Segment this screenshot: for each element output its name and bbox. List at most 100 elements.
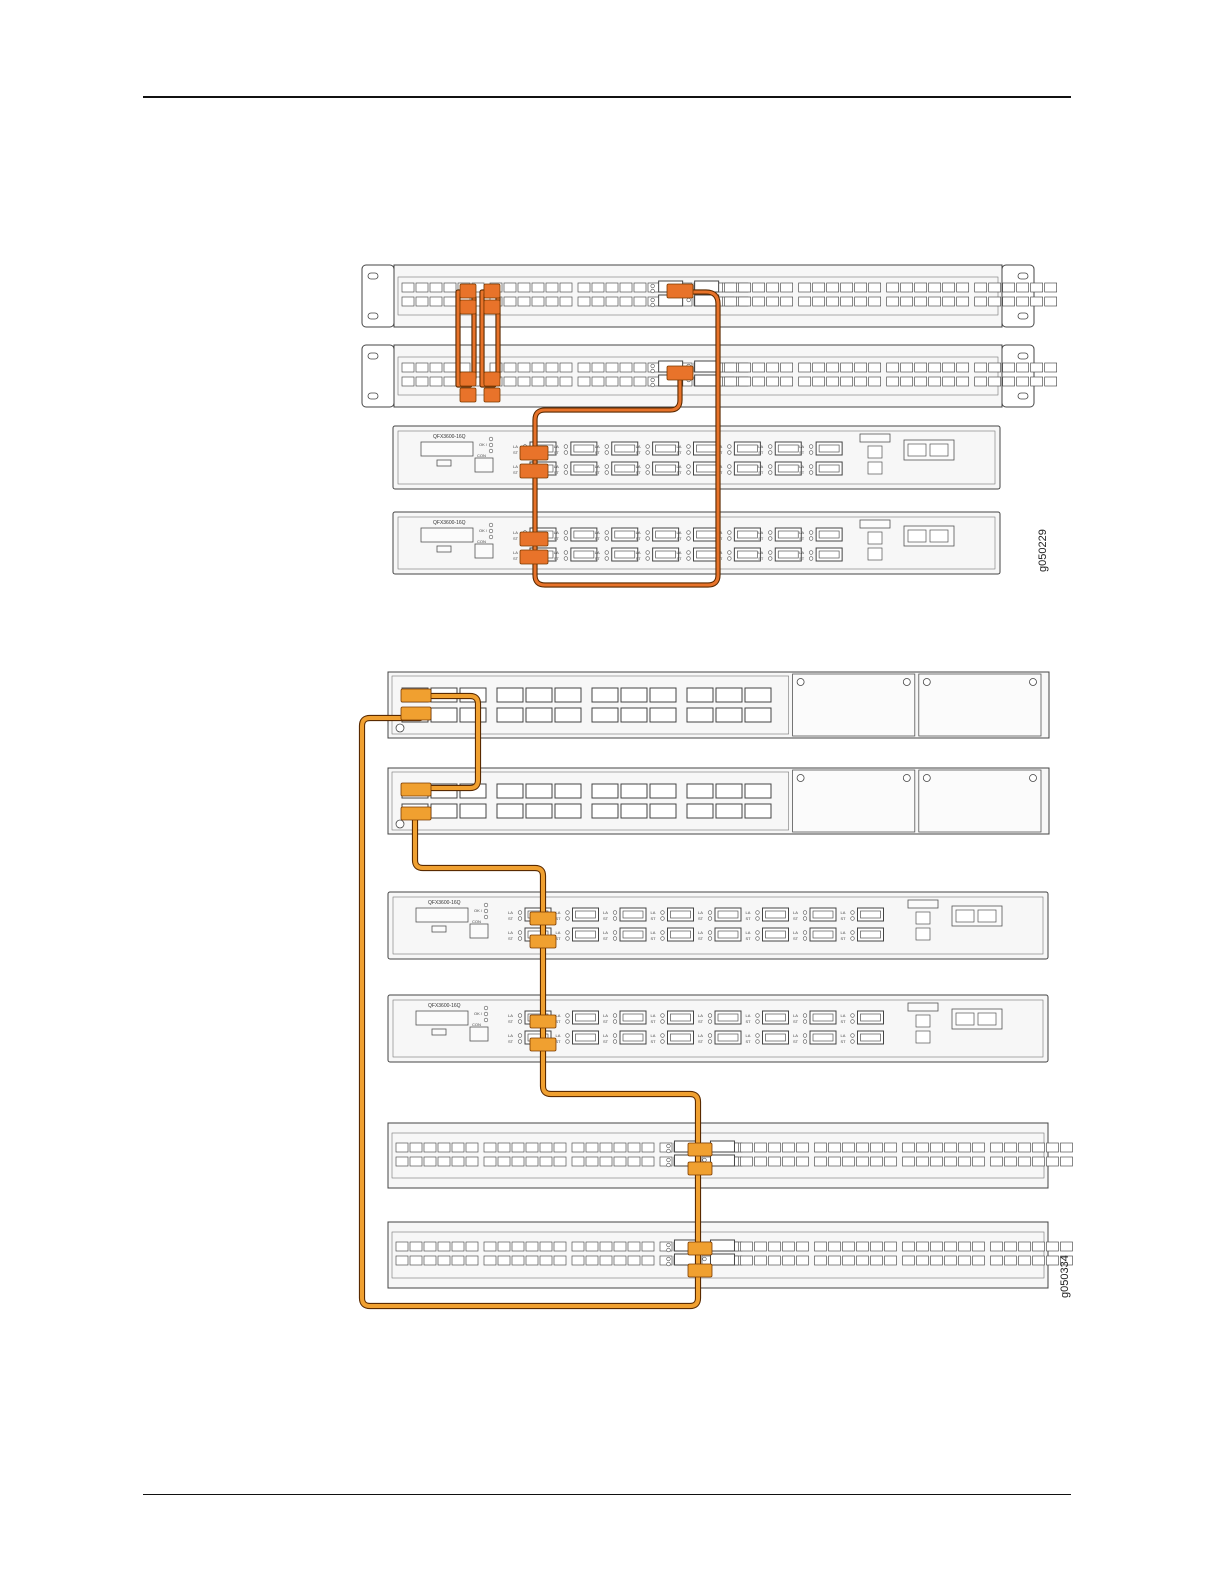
- qsfp-port: [525, 783, 553, 799]
- qsfp-cage: [860, 1033, 881, 1042]
- port-area: [391, 1132, 1045, 1179]
- sfp-port: [796, 1156, 809, 1167]
- sfp-port: [724, 362, 737, 373]
- sfp-port: [930, 1241, 943, 1252]
- led-label: ST: [758, 470, 764, 475]
- model-label: QFX3600-16Q: [433, 434, 466, 440]
- led: [650, 377, 655, 383]
- qsfp-cage: [737, 550, 758, 559]
- lcd-panel: [420, 441, 474, 457]
- led: [565, 936, 570, 941]
- led: [707, 1019, 713, 1024]
- sfp-port: [531, 296, 545, 307]
- led: [802, 916, 808, 921]
- sfp-port: [511, 1142, 525, 1153]
- port-module: [391, 771, 789, 831]
- led: [517, 916, 523, 921]
- led: [563, 464, 568, 469]
- cable-connector: [519, 463, 549, 479]
- sfp-port: [930, 1255, 943, 1266]
- sfp-port: [633, 362, 647, 373]
- sfp-port: [902, 1156, 915, 1167]
- qsfp-cage: [655, 550, 676, 559]
- sfp-port: [451, 1241, 465, 1252]
- led-label: ST: [698, 916, 704, 921]
- sfp-port: [956, 376, 969, 387]
- sfp-port: [517, 296, 531, 307]
- led: [650, 283, 655, 289]
- sfp-port: [451, 1255, 465, 1266]
- led-label: LA: [746, 930, 751, 935]
- sfp-port: [1002, 296, 1015, 307]
- led: [727, 450, 732, 455]
- led: [563, 550, 568, 555]
- led: [686, 556, 691, 561]
- sfp-port: [1060, 1156, 1073, 1167]
- qsfp-cage: [670, 1033, 691, 1042]
- cable: [541, 1048, 700, 1268]
- qsfp-port: [430, 803, 458, 819]
- led-label: LA: [841, 1013, 846, 1018]
- sfp-port: [870, 1156, 883, 1167]
- sfp-port: [1004, 1241, 1017, 1252]
- led: [517, 930, 523, 935]
- sfp-port: [1030, 296, 1043, 307]
- sfp-port: [465, 1142, 479, 1153]
- sfp-port: [503, 282, 517, 293]
- sfp-port: [429, 282, 443, 293]
- cable-connector: [400, 688, 432, 703]
- sfp-port: [828, 1142, 841, 1153]
- sfp-port: [942, 282, 955, 293]
- led: [686, 550, 691, 555]
- led-label: LA: [793, 1013, 798, 1018]
- blank-module: [792, 673, 916, 737]
- sfp-port: [613, 1142, 627, 1153]
- led-label: LA: [758, 464, 763, 469]
- led: [660, 910, 665, 915]
- sfp-port: [539, 1156, 553, 1167]
- sfp-port: [944, 1255, 957, 1266]
- led: [768, 450, 773, 455]
- sfp-port: [738, 282, 751, 293]
- led: [565, 1019, 570, 1024]
- sfp-port: [443, 376, 457, 387]
- faceplate: [397, 430, 996, 485]
- sfp-port: [1044, 362, 1057, 373]
- sfp-port: [525, 1156, 539, 1167]
- figure-id-1: g050229: [1037, 529, 1049, 572]
- led: [645, 470, 650, 475]
- led: [727, 536, 732, 541]
- led: [660, 916, 665, 921]
- sfp-port: [928, 362, 941, 373]
- sfp-port: [627, 1255, 641, 1266]
- sfp-port: [559, 362, 573, 373]
- sfp-port: [990, 1241, 1003, 1252]
- console-port: [474, 457, 494, 473]
- captive-screw: [922, 774, 931, 782]
- sfp-port: [1030, 362, 1043, 373]
- led-label: LA: [746, 1013, 751, 1018]
- faceplate: [397, 516, 996, 570]
- status-led: [483, 908, 489, 914]
- led: [604, 450, 609, 455]
- label-slot: [859, 519, 891, 529]
- sfp-port: [740, 1255, 753, 1266]
- led-label: LA: [677, 444, 682, 449]
- led-label: ST: [698, 936, 704, 941]
- sfp-port: [483, 1142, 497, 1153]
- qsfp-port: [709, 1140, 735, 1153]
- sfp-port: [409, 1142, 423, 1153]
- sfp-port: [503, 376, 517, 387]
- led: [850, 916, 855, 921]
- led: [650, 288, 655, 294]
- sfp-port: [553, 1156, 567, 1167]
- sfp-port: [944, 1142, 957, 1153]
- qsfp-cage: [818, 444, 840, 453]
- sfp-port: [854, 296, 867, 307]
- qsfp-cage: [717, 1033, 739, 1042]
- led: [612, 910, 618, 915]
- sfp-port: [525, 1142, 539, 1153]
- qsfp-cage: [614, 444, 636, 453]
- rj45-mgmt: [977, 909, 997, 923]
